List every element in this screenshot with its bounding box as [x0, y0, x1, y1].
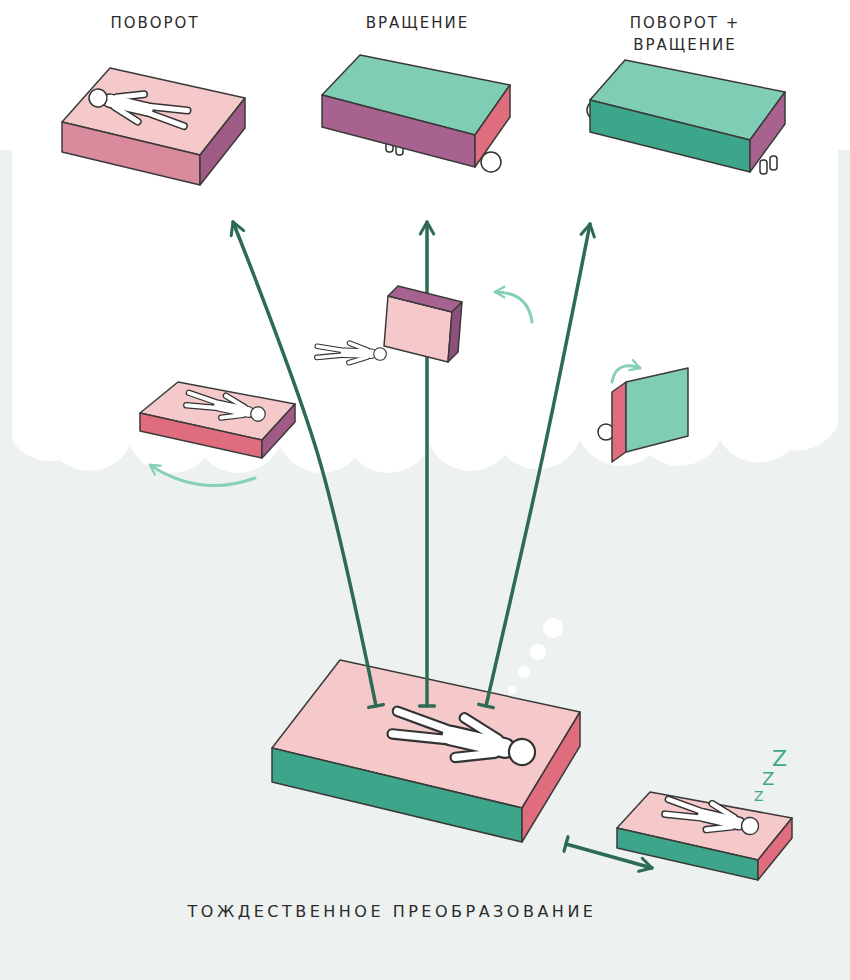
- transform-node: [652, 790, 802, 886]
- mattress-end: [475, 85, 510, 167]
- mattress: [384, 286, 462, 362]
- mattress-side: [272, 748, 522, 842]
- mattress-end: [750, 92, 785, 172]
- transform-arrow: [486, 224, 590, 706]
- sleep-letter: Z: [754, 789, 764, 803]
- mattress-end: [200, 98, 245, 185]
- node-heading: ПОВОРОТ + ВРАЩЕНИЕ: [620, 12, 750, 56]
- thought-cloud: [12, 0, 838, 473]
- transform-node: ВРАЩЕНИЕ: [310, 6, 525, 222]
- mattress-side: [388, 286, 462, 312]
- mattress: [612, 368, 688, 462]
- motion-arrow: [150, 465, 255, 486]
- person-figure: [86, 82, 189, 132]
- mattress-side: [140, 413, 262, 458]
- mattress-side: [590, 100, 750, 172]
- motion-arrow: [495, 292, 532, 322]
- thought-bubble: [518, 666, 530, 678]
- node-heading: ВРАЩЕНИЕ: [310, 12, 525, 34]
- person-figure: [185, 388, 267, 426]
- caption-label: ТОЖДЕСТВЕННОЕ ПРЕОБРАЗОВАНИЕ: [188, 904, 597, 920]
- mattress-side: [322, 95, 475, 167]
- mattress-end: [758, 818, 792, 880]
- person-figure: [390, 703, 539, 775]
- mattress-top: [626, 368, 688, 452]
- mattress-end: [612, 382, 626, 462]
- sleep-letter: Z: [772, 748, 787, 770]
- mattress-end: [262, 404, 295, 458]
- person-foot: [770, 156, 777, 170]
- transform-node: ПОВОРОТ + ВРАЩЕНИЕ: [575, 6, 795, 224]
- mattress-side: [617, 828, 758, 880]
- node-heading: ПОВОРОТ: [45, 12, 265, 34]
- person-figure: [317, 342, 387, 364]
- transform-arrow: [233, 222, 376, 706]
- mattress-end: [522, 712, 580, 842]
- thought-bubble: [543, 618, 563, 638]
- thought-bubble: [530, 644, 546, 660]
- mattress: [322, 55, 510, 167]
- transform-node: ПОВОРОТ: [45, 6, 265, 222]
- mattress-side: [62, 122, 200, 185]
- mattress: [590, 60, 785, 172]
- mattress-end: [448, 302, 462, 362]
- transform-arrow: [566, 844, 652, 868]
- mattress: [62, 68, 245, 185]
- transform-node: [268, 706, 584, 844]
- motion-arrow: [612, 366, 640, 382]
- mattress: [140, 382, 295, 458]
- thought-bubble: [508, 686, 516, 694]
- person-foot: [760, 160, 767, 174]
- person-figure: [664, 794, 762, 841]
- sleep-letter: Z: [762, 770, 774, 788]
